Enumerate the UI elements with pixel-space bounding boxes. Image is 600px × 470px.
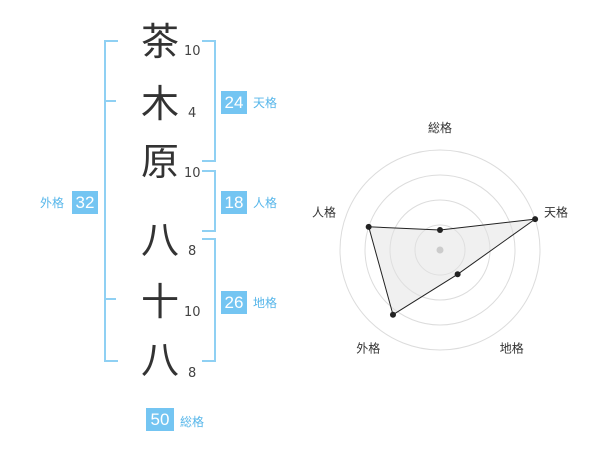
- stroke-count-2: 4: [188, 106, 197, 121]
- gaikaku-bracket: [104, 40, 118, 362]
- stroke-count-3: 10: [184, 166, 201, 181]
- radar-axis-label-2: 地格: [500, 341, 524, 356]
- radar-point-0: [437, 227, 443, 233]
- radar-point-2: [454, 271, 461, 278]
- name-char-6: 八: [140, 338, 179, 382]
- chikaku-value: 26: [221, 291, 247, 314]
- radar-point-4: [365, 223, 372, 230]
- tenkaku-value: 24: [221, 91, 247, 114]
- radar-axis-label-4: 人格: [312, 204, 336, 219]
- gaikaku-bracket-tick-bottom: [104, 298, 116, 300]
- radar-points: [365, 216, 539, 318]
- gaikaku-bracket-tick-top: [104, 100, 116, 102]
- jinkaku-bracket: [202, 170, 216, 232]
- name-char-2: 木: [140, 82, 179, 126]
- radar-ring-3: [364, 174, 516, 326]
- radar-point-1: [532, 216, 539, 223]
- jinkaku-value: 18: [221, 191, 247, 214]
- name-char-1: 茶: [140, 20, 179, 64]
- radar-ring-4: [339, 149, 541, 351]
- soukaku-value: 50: [146, 408, 174, 431]
- tenkaku-bracket: [202, 40, 216, 162]
- tenkaku-label: 天格: [253, 96, 278, 110]
- gaikaku-value: 32: [72, 191, 98, 214]
- stroke-count-1: 10: [184, 44, 201, 59]
- radar-point-3: [389, 311, 396, 318]
- radar-axis-label-0: 総格: [428, 120, 452, 135]
- radar-axis-label-3: 外格: [356, 341, 380, 356]
- name-char-5: 十: [140, 280, 179, 324]
- chikaku-label: 地格: [253, 296, 278, 310]
- gaikaku-label: 外格: [40, 196, 65, 210]
- radar-axis-label-1: 天格: [544, 204, 568, 219]
- stroke-count-5: 10: [184, 305, 201, 320]
- stroke-count-6: 8: [188, 366, 197, 381]
- name-char-4: 八: [140, 218, 179, 262]
- chikaku-bracket: [202, 238, 216, 362]
- soukaku-label: 総格: [180, 415, 205, 429]
- stroke-count-4: 8: [188, 244, 197, 259]
- radar-series-area: [368, 218, 536, 316]
- name-char-3: 原: [140, 140, 179, 184]
- radar-center-dot: [436, 246, 444, 254]
- jinkaku-label: 人格: [253, 196, 278, 210]
